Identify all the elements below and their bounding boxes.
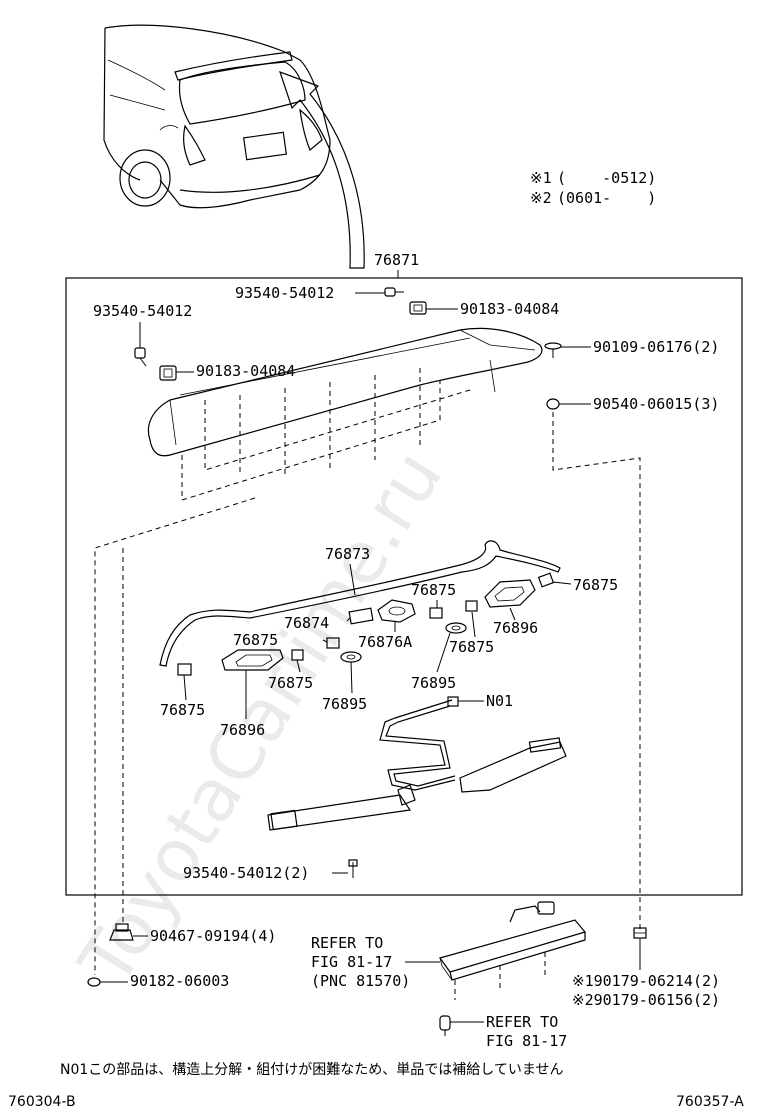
pad-left [221,649,284,671]
label-90183-left: 90183-04084 [196,362,295,380]
clip-icon [159,365,177,381]
label-76875-d: 76875 [233,631,278,649]
label-76875-c: 76875 [449,638,494,656]
legend-note1-mark: ※1 [530,169,552,187]
label-90109: 90109-06176(2) [593,338,719,356]
pad-76874 [348,607,374,625]
label-90182: 90182-06003 [130,972,229,990]
high-mount-lamp [439,901,587,1000]
grommet-icon [87,977,101,987]
seal-strip [159,540,561,667]
label-76874: 76874 [284,614,329,632]
label-190179: ※190179-06214(2) [572,972,720,990]
pad-square [537,572,555,588]
disk-76876a [377,599,416,623]
pad-right [484,579,536,608]
clip-icon [409,301,427,315]
dash-right [552,412,641,930]
label-76875-a: 76875 [573,576,618,594]
label-76875-e: 76875 [268,674,313,692]
pad-square [326,637,340,649]
variant-legend: ※1 ( -0512) ※2 (0601- ) [530,169,656,207]
bulb-socket-icon [439,1015,451,1036]
refer2-line2: FIG 81-17 [486,1032,567,1050]
refer1-line1: REFER TO [311,934,383,952]
code-left: 760304-B [8,1094,76,1110]
refer1-line3: (PNC 81570) [311,972,410,990]
label-90540: 90540-06015(3) [593,395,719,413]
label-90183-top: 90183-04084 [460,300,559,318]
screw-icon [544,342,562,358]
label-90467: 90467-09194(4) [150,927,276,945]
label-76875-f: 76875 [160,701,205,719]
label-76895-left: 76895 [322,695,367,713]
screw-icon [633,927,647,939]
label-76871: 76871 [374,251,419,269]
refer2-line1: REFER TO [486,1013,558,1031]
label-N01: N01 [486,692,513,710]
label-93540-left: 93540-54012 [93,302,192,320]
pad-square [429,607,443,619]
label-76873: 76873 [325,545,370,563]
label-76896-right: 76896 [493,619,538,637]
label-93540-top: 93540-54012 [235,284,334,302]
bolt-icon [134,347,147,367]
washer-icon [546,398,560,410]
label-76876A: 76876A [358,633,412,651]
pad-square [465,600,478,612]
nut-icon [109,923,134,941]
legend-note2-range: (0601- ) [557,189,656,207]
label-76895-right: 76895 [411,674,456,692]
car-illustration [103,24,331,209]
dash-left-outer [94,497,256,975]
legend-note2-mark: ※2 [530,189,552,207]
watermark: ToyotaCarlime.ru [63,436,459,1000]
assembly-frame [65,277,743,896]
footnote: N01この部品は、構造上分解・組付けが困難なため、単品では補給していません [60,1062,563,1078]
label-290179: ※290179-06156(2) [572,991,720,1009]
label-76875-b: 76875 [411,581,456,599]
legend-note1-range: ( -0512) [557,169,656,187]
bolt-icon [384,287,404,297]
label-93540-bottom: 93540-54012(2) [183,864,309,882]
pointer-arrow [279,71,365,269]
pad-square [177,663,192,676]
spoiler-part [147,327,543,501]
code-right: 760357-A [676,1094,744,1110]
refer1-line2: FIG 81-17 [311,953,392,971]
stop-lamp-assembly [267,696,567,878]
label-76896-left: 76896 [220,721,265,739]
washer-76895-right [445,622,467,634]
